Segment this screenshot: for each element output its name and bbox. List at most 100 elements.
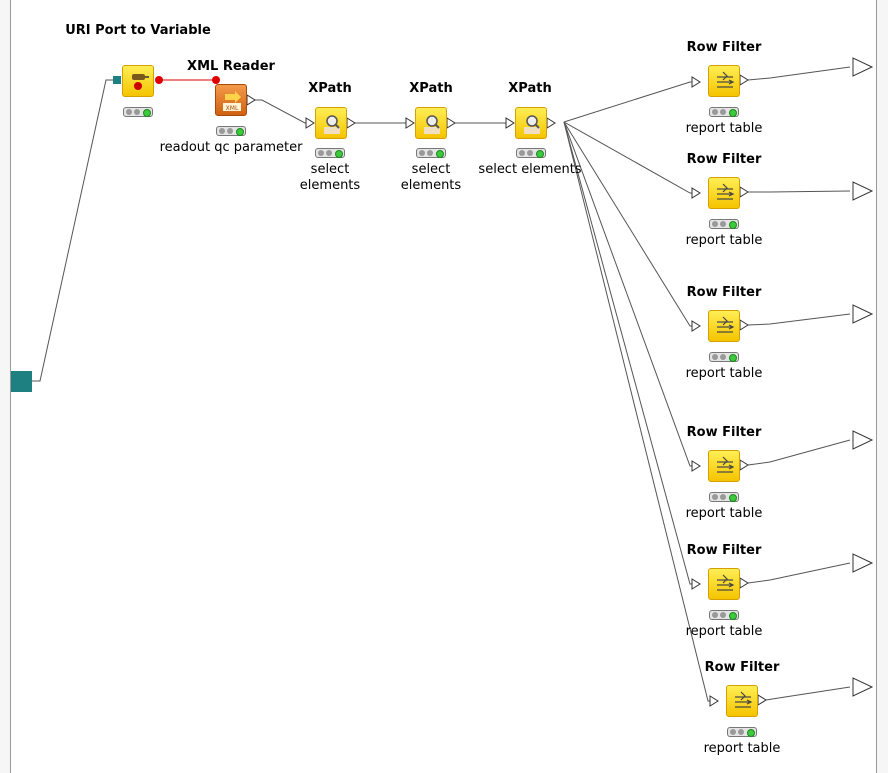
row-filter-6-title: Row Filter [704, 660, 780, 675]
filter2-out-port [739, 186, 749, 198]
uri-port-status [123, 107, 153, 117]
workflow-input-port[interactable] [11, 371, 32, 392]
row-filter-1-label: report table [685, 121, 763, 136]
xpath1-node[interactable] [315, 107, 347, 139]
connection-xpath3-filter6 [563, 121, 718, 702]
left-frame [0, 0, 11, 773]
row-filter-5-title: Row Filter [686, 543, 762, 558]
xpath2-in-port [405, 117, 415, 129]
filter3-in-port [691, 320, 701, 332]
xpath3-title: XPath [508, 81, 552, 96]
xpath2-title: XPath [409, 81, 453, 96]
connection-filter6-out [765, 686, 851, 701]
svg-text:XML: XML [226, 105, 239, 112]
xpath3-status [516, 148, 546, 158]
filter3-out-port [739, 319, 749, 331]
xpath2-node[interactable] [415, 107, 447, 139]
row-filter-icon [717, 574, 735, 591]
xml-search-icon [324, 115, 340, 134]
connection-xpath3-filter5 [563, 121, 700, 585]
row-filter-2-title: Row Filter [686, 152, 762, 167]
row-filter-4-label: report table [685, 506, 763, 521]
xpath1-in-port [305, 117, 315, 129]
filter4-in-port [691, 460, 701, 472]
right-frame [876, 0, 888, 773]
row-filter-6-label: report table [703, 741, 781, 756]
uri-port-title: URI Port to Variable [65, 23, 211, 38]
connection-filter3-out [747, 313, 851, 326]
xpath1-label: select elements [299, 162, 361, 193]
row-filter-5-label: report table [685, 624, 763, 639]
xpath3-out-port [546, 117, 556, 129]
xpath1-title: XPath [308, 81, 352, 96]
filter6-in-port [709, 695, 719, 707]
xpath1-out-port [346, 117, 356, 129]
row-filter-6-status [727, 727, 757, 737]
xpath2-label: select elements [400, 162, 462, 193]
filter4-out-port [739, 459, 749, 471]
row-filter-icon [717, 71, 735, 88]
row-filter-1-title: Row Filter [686, 40, 762, 55]
row-filter-3-label: report table [685, 366, 763, 381]
row-filter-2-label: report table [685, 233, 763, 248]
xml-icon: XML [223, 91, 241, 112]
connection-in-to-uri [32, 79, 117, 382]
filter5-in-port [691, 578, 701, 590]
xpath3-label: select elements [478, 162, 582, 177]
row-filter-icon [717, 183, 735, 200]
xml-reader-out-port [246, 94, 256, 106]
connection-filter5-out [747, 562, 851, 584]
row-filter-5-status [709, 610, 739, 620]
row-filter-2-status [709, 219, 739, 229]
filter2-in-port [691, 187, 701, 199]
connection-reader-xpath1 [255, 99, 314, 124]
row-filter-2-node[interactable] [708, 177, 740, 209]
row-filter-icon [735, 691, 753, 708]
filter1-out-port [739, 74, 749, 86]
xpath2-out-port [446, 117, 456, 129]
row-filter-1-node[interactable] [708, 65, 740, 97]
xml-reader-status [216, 126, 246, 136]
row-filter-icon [717, 316, 735, 333]
row-filter-3-status [709, 352, 739, 362]
row-filter-3-node[interactable] [708, 310, 740, 342]
xpath3-node[interactable] [515, 107, 547, 139]
row-filter-4-status [709, 492, 739, 502]
connection-xpath3-filter1 [563, 81, 700, 123]
xml-reader-label: readout qc parameter [159, 140, 303, 155]
output-port-2 [852, 181, 874, 201]
row-filter-5-node[interactable] [708, 568, 740, 600]
filter6-out-port [757, 694, 767, 706]
xml-search-icon [524, 115, 540, 134]
xml-search-icon [424, 115, 440, 134]
row-filter-4-node[interactable] [708, 450, 740, 482]
xml-reader-node[interactable]: XML [215, 84, 247, 116]
connection-xpath3-filter4 [563, 121, 700, 467]
row-filter-6-node[interactable] [726, 685, 758, 717]
xpath3-in-port [505, 117, 515, 129]
flow-variable-port-in [212, 76, 220, 84]
row-filter-1-status [709, 107, 739, 117]
uri-port-in-port [113, 76, 121, 84]
output-port-1 [852, 57, 874, 77]
flow-variable-port-out [155, 76, 163, 84]
output-port-6 [852, 677, 874, 697]
row-filter-4-title: Row Filter [686, 425, 762, 440]
output-port-5 [852, 553, 874, 573]
connection-filter1-out [747, 66, 851, 81]
filter5-out-port [739, 577, 749, 589]
xml-reader-title: XML Reader [187, 59, 275, 74]
output-port-4 [852, 430, 874, 450]
uri-port-node[interactable] [122, 65, 154, 97]
xpath1-status [315, 148, 345, 158]
flow-variable-icon [132, 74, 149, 90]
row-filter-icon [717, 456, 735, 473]
xpath2-status [416, 148, 446, 158]
connection-xpath3-filter2 [563, 121, 700, 194]
connection-xpath3-filter3 [563, 121, 700, 327]
connection-filter2-out [748, 190, 851, 193]
row-filter-3-title: Row Filter [686, 285, 762, 300]
output-port-3 [852, 304, 874, 324]
